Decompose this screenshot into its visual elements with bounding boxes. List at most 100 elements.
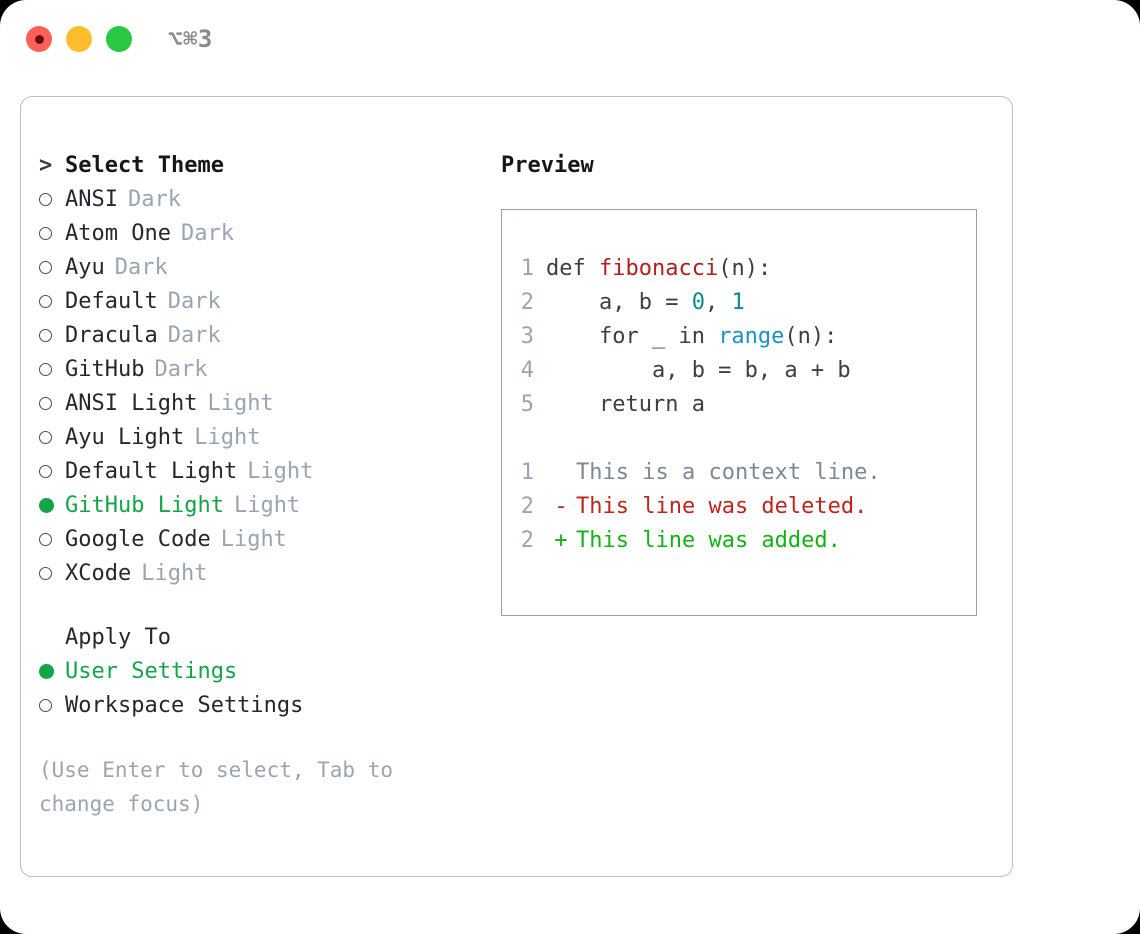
code-token: 1	[731, 290, 745, 315]
code-token: def	[546, 256, 599, 281]
theme-option-default[interactable]: Default Dark	[39, 285, 479, 319]
theme-option-category: Dark	[154, 357, 208, 382]
radio-glyph	[39, 397, 52, 410]
radio-glyph	[39, 498, 54, 513]
code-line-content: a, b = b, a + b	[546, 354, 851, 388]
maximize-button[interactable]	[106, 26, 132, 52]
code-line-content: return a	[546, 388, 705, 422]
theme-option-default-light[interactable]: Default Light Light	[39, 455, 479, 489]
code-token: fibonacci	[598, 256, 719, 281]
diff-line-number: 1	[520, 460, 534, 485]
prompt-caret-icon: >	[39, 153, 53, 178]
code-line-content: for _ in range(n):	[546, 320, 837, 354]
theme-option-name: GitHub	[65, 357, 145, 382]
diff-line-text: This line was added.	[576, 528, 841, 553]
theme-option-name: Default	[65, 289, 158, 314]
radio-glyph	[39, 465, 52, 478]
apply-to-option-workspace-settings[interactable]: Workspace Settings	[39, 689, 479, 723]
window-controls	[26, 26, 132, 52]
theme-option-ansi[interactable]: ANSI Dark	[39, 183, 479, 217]
radio-glyph	[39, 227, 52, 240]
theme-option-category: Dark	[127, 187, 181, 212]
radio-glyph	[39, 533, 52, 546]
theme-option-category: Dark	[167, 289, 221, 314]
apply-to-option-label: User Settings	[65, 659, 238, 684]
diff-marker-icon: +	[554, 528, 568, 553]
code-line: 4 a, b = b, a + b	[502, 354, 976, 388]
radio-glyph	[39, 567, 52, 580]
theme-option-name: XCode	[65, 561, 132, 586]
preview-label: Preview	[501, 153, 594, 178]
diff-marker-icon: -	[554, 494, 568, 519]
diff-sample: 1 This is a context line.2-This line was…	[502, 456, 976, 558]
code-line: 1 def fibonacci(n):	[502, 252, 976, 286]
theme-option-atom-one[interactable]: Atom One Dark	[39, 217, 479, 251]
code-line-number: 1	[520, 256, 534, 281]
minimize-button[interactable]	[66, 26, 92, 52]
theme-option-category: Light	[247, 459, 314, 484]
code-diff-spacer	[502, 422, 976, 456]
code-line: 2 a, b = 0, 1	[502, 286, 976, 320]
theme-option-name: Ayu	[65, 255, 105, 280]
code-token: (n):	[718, 256, 772, 281]
theme-option-github[interactable]: GitHub Dark	[39, 353, 479, 387]
theme-option-category: Light	[207, 391, 274, 416]
diff-line-add: 2 + This line was added.	[502, 524, 976, 558]
code-token: 0	[691, 290, 705, 315]
code-token: (n):	[784, 324, 838, 349]
code-line-number: 3	[520, 324, 534, 349]
radio-glyph	[39, 295, 52, 308]
radio-glyph	[39, 699, 52, 712]
keyboard-hint-text: (Use Enter to select, Tab to change focu…	[39, 758, 394, 816]
theme-option-name: Atom One	[65, 221, 171, 246]
radio-glyph	[39, 431, 52, 444]
theme-option-ayu[interactable]: Ayu Dark	[39, 251, 479, 285]
theme-option-dracula[interactable]: Dracula Dark	[39, 319, 479, 353]
radio-glyph	[39, 261, 52, 274]
apply-to-option-user-settings[interactable]: User Settings	[39, 655, 479, 689]
diff-line-number: 2	[520, 528, 534, 553]
select-theme-header: > Select Theme	[39, 149, 479, 183]
diff-marker-icon	[546, 456, 576, 490]
theme-option-ayu-light[interactable]: Ayu Light Light	[39, 421, 479, 455]
theme-option-category: Dark	[180, 221, 234, 246]
theme-option-xcode[interactable]: XCode Light	[39, 557, 479, 591]
theme-option-name: Ayu Light	[65, 425, 185, 450]
code-line: 3 for _ in range(n):	[502, 320, 976, 354]
code-token: ,	[704, 290, 732, 315]
theme-option-name: Dracula	[65, 323, 158, 348]
code-token: return a	[546, 392, 705, 417]
code-line-content: a, b = 0, 1	[546, 286, 745, 320]
close-button[interactable]	[26, 26, 52, 52]
keyboard-shortcut-label: ⌥⌘3	[168, 25, 213, 53]
theme-option-name: Default Light	[65, 459, 238, 484]
diff-line-ctx: 1 This is a context line.	[502, 456, 976, 490]
theme-option-ansi-light[interactable]: ANSI Light Light	[39, 387, 479, 421]
radio-glyph	[39, 329, 52, 342]
diff-line-del: 2-This line was deleted.	[502, 490, 976, 524]
title-bar: ⌥⌘3	[0, 0, 1140, 78]
theme-option-category: Light	[141, 561, 208, 586]
select-theme-title: Select Theme	[65, 153, 224, 178]
theme-option-category: Dark	[114, 255, 168, 280]
theme-option-category: Dark	[167, 323, 221, 348]
code-line-number: 5	[520, 392, 534, 417]
code-token: a, b = b, a + b	[546, 358, 851, 383]
diff-line-number: 2	[520, 494, 534, 519]
radio-glyph	[39, 363, 52, 376]
theme-option-name: ANSI Light	[65, 391, 198, 416]
theme-option-category: Light	[220, 527, 287, 552]
diff-line-text: This is a context line.	[576, 460, 881, 485]
theme-option-name: ANSI	[65, 187, 118, 212]
theme-option-category: Light	[194, 425, 261, 450]
code-token: for _ in	[546, 324, 719, 349]
